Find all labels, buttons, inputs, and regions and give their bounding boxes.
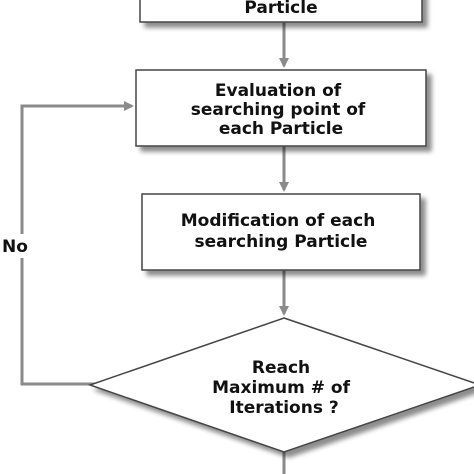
node-evaluation-text: Evaluation of searching point of each Pa… bbox=[191, 81, 372, 139]
node-init-particle-text: Particle bbox=[244, 0, 317, 18]
node-modification-text: Modification of each searching Particle bbox=[181, 211, 382, 252]
edge-label-no: No bbox=[2, 237, 28, 257]
node-decision bbox=[87, 317, 474, 453]
node-init-particle bbox=[139, 0, 423, 23]
node-modification bbox=[141, 193, 421, 271]
node-evaluation bbox=[135, 69, 427, 147]
node-decision-text: Reach Maximum # of Iterations ? bbox=[212, 358, 356, 418]
edge-label-no-bg bbox=[0, 234, 42, 258]
